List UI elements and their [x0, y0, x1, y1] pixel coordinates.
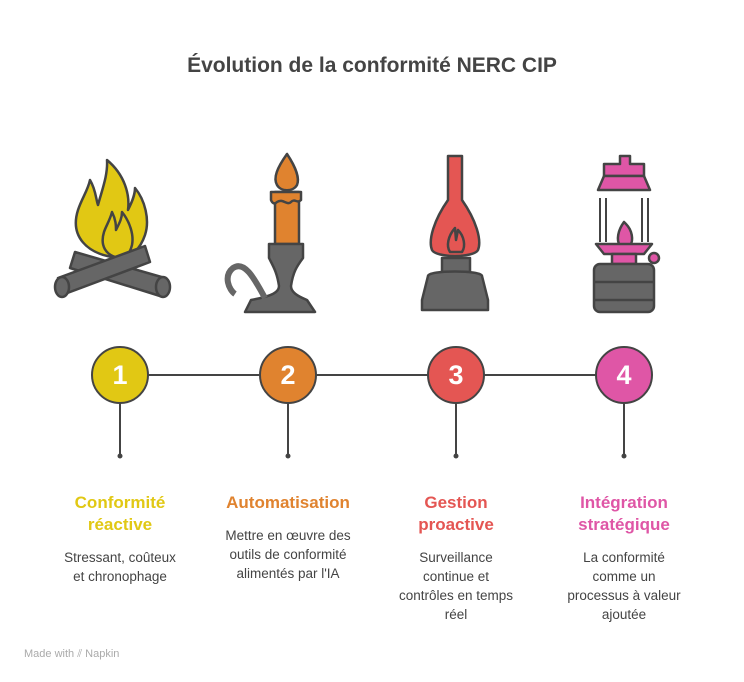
candle-icon [224, 152, 317, 314]
step-number-2: 2 [259, 346, 317, 404]
step-title: Automatisation [226, 493, 350, 512]
oil-lamp-icon [420, 154, 490, 312]
lantern-icon [592, 154, 661, 314]
made-with-napkin[interactable]: Made with ⫽ Napkin [24, 648, 120, 660]
step-number-4: 4 [595, 346, 653, 404]
step-number-1: 1 [91, 346, 149, 404]
step-number-3: 3 [427, 346, 485, 404]
page-title: Évolution de la conformité NERC CIP [187, 54, 557, 77]
campfire-icon [53, 158, 172, 299]
napkin-logo-icon: ⫽ [77, 648, 83, 660]
